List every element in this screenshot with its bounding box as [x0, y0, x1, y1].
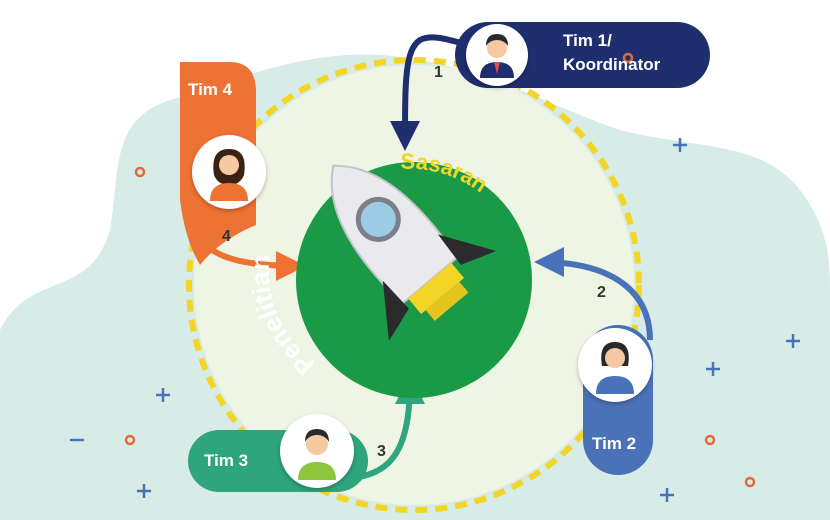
label-tim4: Tim 4 — [188, 80, 233, 99]
step-number-2: 2 — [597, 284, 606, 301]
label-tim1-line2: Koordinator — [563, 55, 661, 74]
step-number-1: 1 — [434, 64, 443, 81]
plus-mark — [660, 488, 674, 502]
plus-mark — [137, 484, 151, 498]
label-tim2: Tim 2 — [592, 434, 637, 453]
person-female-icon — [210, 149, 248, 201]
avatar-tim4 — [192, 135, 266, 209]
avatar-tim3 — [280, 414, 354, 488]
plus-mark — [673, 138, 687, 152]
connector-tim4 — [187, 199, 306, 281]
person-female-icon — [596, 342, 634, 394]
plus-mark — [786, 334, 800, 348]
circle-mark — [622, 52, 634, 64]
circle-mark — [134, 166, 146, 178]
avatar-tim2 — [578, 328, 652, 402]
plus-mark — [706, 362, 720, 376]
label-tim3: Tim 3 — [204, 451, 249, 470]
plus-mark — [156, 388, 170, 402]
rocket-icon — [330, 164, 497, 341]
label-tim1-line1: Tim 1/ — [563, 31, 612, 50]
step-number-4: 4 — [222, 228, 231, 245]
circle-mark — [704, 434, 716, 446]
decorative-marks — [70, 52, 800, 502]
dashed-ring — [186, 57, 642, 513]
circle-mark — [744, 476, 756, 488]
connector-tim2 — [534, 247, 653, 341]
person-male-icon — [480, 34, 514, 78]
step-number-3: 3 — [377, 443, 386, 460]
circle-mark — [124, 434, 136, 446]
avatar-tim1 — [466, 24, 528, 86]
person-male-icon — [298, 429, 336, 480]
